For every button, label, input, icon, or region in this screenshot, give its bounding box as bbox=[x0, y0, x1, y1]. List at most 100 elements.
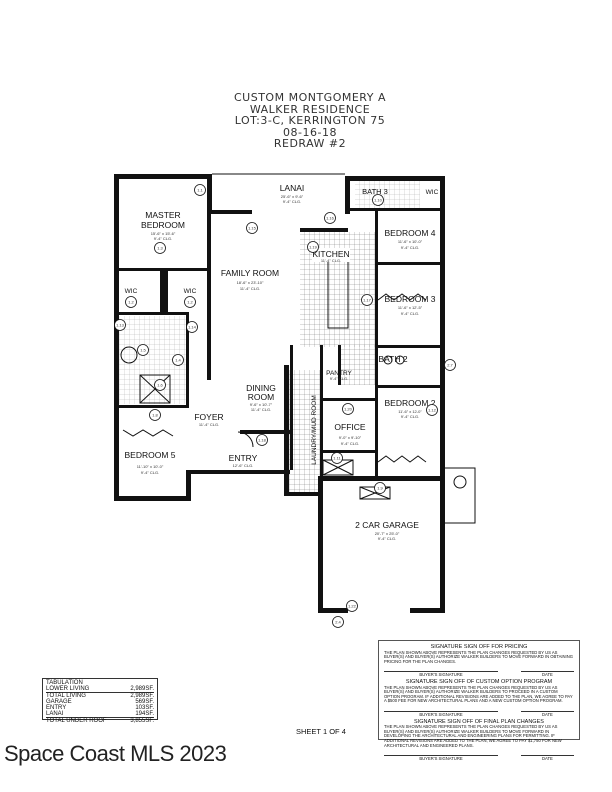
option-tag-label: 1.10 bbox=[374, 198, 383, 203]
buyer-signature-line[interactable]: BUYER'S SIGNATURE bbox=[384, 755, 498, 762]
signoff-section: SIGNATURE SIGN OFF OF CUSTOM OPTION PROG… bbox=[384, 679, 574, 718]
room-dims: 11'-6" x 12'-5" bbox=[398, 305, 423, 310]
room-ceiling: 9'-4" CLG. bbox=[154, 236, 172, 241]
option-tag-label: 1.2 bbox=[187, 300, 193, 305]
option-tag-circle bbox=[125, 296, 137, 308]
row-label: LANAI bbox=[46, 711, 64, 717]
row-value: 3,855SF. bbox=[130, 718, 154, 724]
room-entry: ENTRY 12'-6" CLG. bbox=[229, 453, 258, 468]
signoff-section: SIGNATURE SIGN OFF OF FINAL PLAN CHANGES… bbox=[384, 718, 574, 762]
room-name: BEDROOM bbox=[141, 220, 185, 230]
room-family-room: FAMILY ROOM 18'-6" x 23'-10" 11'-4" CLG. bbox=[221, 268, 279, 291]
row-value: 2,989SF. bbox=[130, 693, 154, 699]
room-ceiling: 9'-4" CLG. bbox=[378, 536, 396, 541]
option-tag-circle bbox=[307, 241, 319, 253]
option-tag-circle bbox=[346, 600, 358, 612]
signoff-text: THE PLAN SHOWN ABOVE REPRESENTS THE PLAN… bbox=[384, 724, 562, 748]
room-name: ROOM bbox=[248, 392, 274, 402]
row-label: TOTAL LIVING bbox=[46, 693, 86, 699]
option-tag-circle bbox=[331, 452, 343, 464]
title-line: REDRAW #2 bbox=[273, 137, 347, 150]
room-name: BEDROOM 4 bbox=[384, 228, 435, 238]
room-dims: 20'-7" x 25'-0" bbox=[375, 531, 400, 536]
signoff-title: SIGNATURE SIGN OFF OF FINAL PLAN CHANGES bbox=[414, 718, 544, 725]
room-name: BEDROOM 2 bbox=[384, 398, 435, 408]
title-line: LOT:3-C, KERRINGTON 75 bbox=[234, 114, 386, 127]
option-tag-label: 1.4 bbox=[175, 358, 181, 363]
row-value: 569SF. bbox=[135, 699, 154, 705]
date-line[interactable]: DATE bbox=[520, 710, 574, 718]
walls bbox=[114, 174, 445, 613]
option-tag-label: 1.15 bbox=[248, 226, 257, 231]
buyer-signature-line[interactable]: BUYER'S SIGNATURE bbox=[384, 710, 498, 718]
room-name: LANAI bbox=[280, 183, 305, 193]
room-ceiling: 11'-4" CLG. bbox=[321, 258, 341, 263]
signoff-text: THE PLAN SHOWN ABOVE REPRESENTS THE PLAN… bbox=[384, 684, 573, 704]
option-tag-circle bbox=[184, 296, 196, 308]
buyer-signature-line[interactable]: BUYER'S SIGNATURE bbox=[384, 671, 498, 678]
option-tag-circle bbox=[137, 344, 149, 356]
room-ceiling: 11'-4" CLG. bbox=[240, 286, 260, 291]
room-name: KITCHEN bbox=[312, 249, 349, 259]
room-ceiling: 9'-4" CLG. bbox=[401, 311, 419, 316]
room-name: FOYER bbox=[194, 412, 223, 422]
row-value: 2,989SF. bbox=[130, 686, 154, 692]
room-name: BEDROOM 3 bbox=[384, 294, 435, 304]
room-dims: 11'-6" x 10'-0" bbox=[398, 239, 423, 244]
fixtures bbox=[120, 173, 476, 524]
room-master-bedroom: MASTER BEDROOM 15'-6" x 15'-6" 9'-4" CLG… bbox=[141, 210, 185, 241]
row-value: 194SF. bbox=[135, 711, 154, 717]
room-dims: 25'-6" x 9'-6" bbox=[281, 194, 304, 199]
room-bedroom-3: BEDROOM 3 11'-6" x 12'-5" 9'-4" CLG. bbox=[384, 294, 435, 316]
date-line[interactable]: DATE bbox=[520, 671, 574, 678]
room-dims: 11'-10" x 10'-0" bbox=[137, 464, 164, 469]
tabulation-row: LOWER LIVING 2,989SF. bbox=[46, 686, 154, 692]
option-tag-label: 1.19 bbox=[309, 245, 318, 250]
option-tag-circle bbox=[114, 319, 126, 331]
title-line: 08-16-18 bbox=[283, 125, 337, 139]
tabulation-row: TOTAL LIVING 2,989SF. bbox=[46, 692, 154, 699]
pantry-tile bbox=[340, 345, 375, 385]
room-ceiling: 9'-4" CLG. bbox=[341, 441, 359, 446]
room-dims: 15'-6" x 15'-6" bbox=[151, 231, 176, 236]
tabulation-row: GARAGE 569SF. bbox=[46, 699, 154, 705]
option-tag-circle bbox=[374, 482, 386, 494]
option-tag-circle bbox=[332, 616, 344, 628]
room-name: ENTRY bbox=[229, 453, 258, 463]
room-wic-1: WIC bbox=[125, 288, 138, 295]
option-tag-label: 1.8 bbox=[152, 413, 158, 418]
plan-title-block: CUSTOM MONTGOMERY A WALKER RESIDENCE LOT… bbox=[200, 92, 420, 150]
room-name: PANTRY bbox=[326, 370, 352, 377]
room-ceiling: 9'-4" CLG. bbox=[401, 245, 419, 250]
room-dims: 18'-6" x 23'-10" bbox=[237, 280, 264, 285]
signoff-section: SIGNATURE SIGN OFF FOR PRICING THE PLAN … bbox=[384, 644, 574, 678]
room-ceiling: 11'-4" CLG. bbox=[199, 422, 219, 427]
signature-signoff-box: SIGNATURE SIGN OFF FOR PRICING THE PLAN … bbox=[378, 640, 580, 761]
signoff-text: THE PLAN SHOWN ABOVE REPRESENTS THE PLAN… bbox=[384, 649, 574, 664]
room-lanai: LANAI 25'-6" x 9'-6" 9'-4" CLG. bbox=[280, 183, 305, 204]
option-tag-circle bbox=[246, 222, 258, 234]
option-tag-circle bbox=[372, 194, 384, 206]
date-line[interactable]: DATE bbox=[520, 755, 574, 762]
option-tag-label: 1.22 bbox=[348, 604, 357, 609]
sheet-number: SHEET 1 OF 4 bbox=[296, 727, 346, 736]
option-tag-circle bbox=[426, 404, 438, 416]
room-name: 2 CAR GARAGE bbox=[355, 520, 419, 530]
room-bath-2: BATH 2 bbox=[378, 354, 407, 364]
tabulation-row: LANAI 194SF. bbox=[46, 711, 154, 717]
row-label: LOWER LIVING bbox=[46, 686, 90, 692]
option-tag-label: 1.12 bbox=[428, 408, 437, 413]
option-tag-label: 1.16 bbox=[326, 216, 335, 221]
room-ceiling: 9'-4" CLG. bbox=[283, 199, 301, 204]
row-label: ENTRY bbox=[46, 705, 67, 711]
option-tag-label: 1.5 bbox=[140, 348, 146, 353]
room-dims: 11'-6" x 12-0" bbox=[398, 409, 422, 414]
row-label: GARAGE bbox=[46, 699, 72, 705]
signoff-title: SIGNATURE SIGN OFF FOR PRICING bbox=[430, 644, 528, 650]
option-tag-label: 1.20 bbox=[344, 407, 353, 412]
option-tag-label: 1.14 bbox=[188, 325, 197, 330]
room-ceiling: 9'-4" CLG. bbox=[401, 414, 419, 419]
option-tag-circle bbox=[186, 321, 198, 333]
